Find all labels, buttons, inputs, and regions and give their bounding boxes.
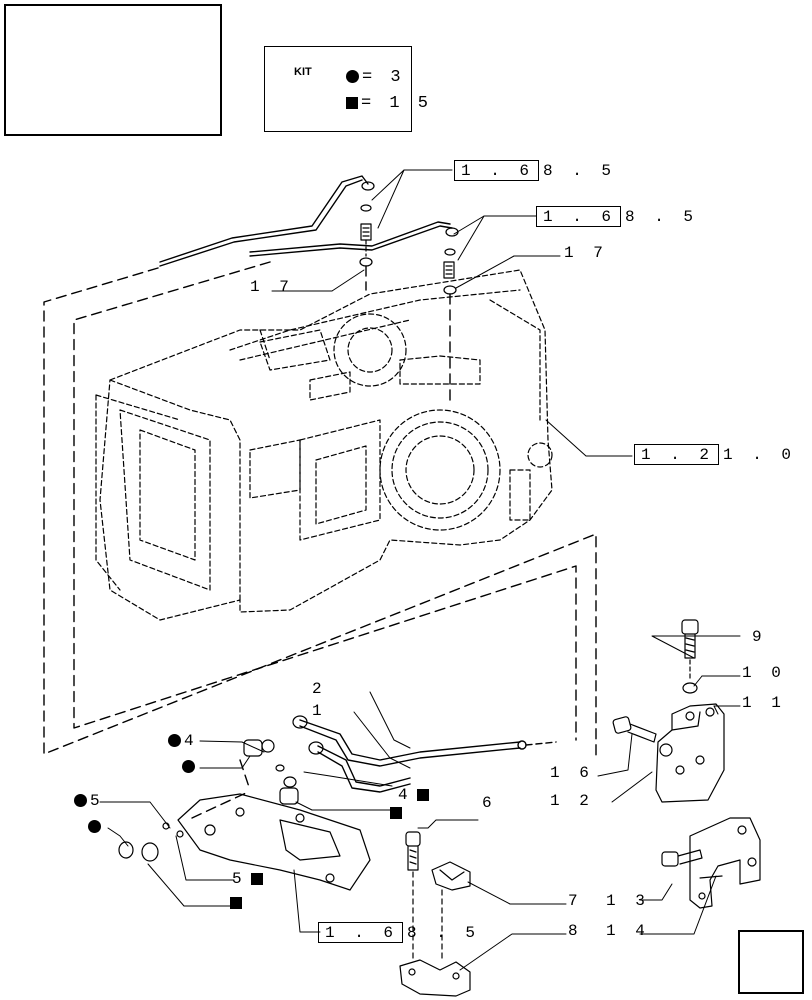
kit-circle-count: = 3	[362, 68, 405, 87]
part-number-2: 2	[312, 680, 327, 698]
reference-boxed-code: 1 . 2	[634, 444, 720, 465]
part-number-14: 1 4	[606, 922, 650, 940]
part-number-13: 1 3	[606, 892, 650, 910]
part-number-7: 7	[568, 892, 583, 910]
kit-badge-label: KIT	[294, 66, 312, 78]
reference-boxed-code: 1 . 6	[318, 922, 404, 943]
part-number-4-square: 4	[398, 786, 429, 804]
circle-marker-icon	[74, 794, 87, 808]
kit-square-count: = 1 5	[361, 94, 433, 113]
part-number-11: 1 1	[742, 694, 786, 712]
square-marker-icon	[416, 788, 429, 801]
kit-legend-box	[264, 46, 412, 132]
square-marker-only	[230, 894, 242, 912]
reference-suffix: 8 . 5	[543, 161, 617, 180]
circle-marker-icon	[182, 760, 195, 774]
lower-hydraulic-pipes	[299, 719, 557, 793]
square-marker-only	[390, 804, 402, 822]
part-number-5-kit: 5	[74, 792, 105, 810]
reference-link[interactable]: 1 . 2 1 . 0	[634, 444, 796, 465]
part-number-4: 4	[184, 732, 199, 750]
part-number-4: 4	[398, 786, 413, 804]
lower-right-bracket-assembly	[661, 817, 761, 909]
circle-marker-only	[88, 818, 104, 836]
transmission-housing	[95, 269, 553, 621]
part-number-4-kit: 4	[168, 732, 199, 750]
upper-pipe-fittings	[359, 181, 459, 295]
clamp-assembly	[399, 831, 471, 997]
mounting-bracket-plate	[177, 793, 371, 891]
lower-pipe-fittings	[118, 715, 324, 862]
part-number-12: 1 2	[550, 792, 594, 810]
kit-square-legend: = 1 5	[346, 94, 432, 113]
reference-suffix: 8 . 5	[625, 207, 699, 226]
part-number-5: 5	[232, 870, 247, 888]
part-number-9: 9	[752, 628, 767, 646]
circle-marker-icon	[346, 70, 359, 84]
circle-marker-icon	[168, 734, 181, 748]
reference-link[interactable]: 1 . 6 8 . 5	[536, 206, 698, 227]
circle-marker-only	[182, 758, 198, 776]
part-number-10: 1 0	[742, 664, 786, 682]
square-marker-icon	[390, 806, 402, 819]
overview-thumbnail	[4, 4, 222, 136]
reference-suffix: 1 . 0	[723, 445, 797, 464]
reference-boxed-code: 1 . 6	[536, 206, 622, 227]
part-number-5: 5	[90, 792, 105, 810]
kit-circle-legend: = 3	[346, 68, 405, 87]
part-number-8: 8	[568, 922, 583, 940]
part-number-5-square: 5	[232, 870, 263, 888]
reference-link[interactable]: 1 . 6 8 . 5	[454, 160, 616, 181]
square-marker-icon	[230, 896, 242, 909]
part-number-6: 6	[482, 794, 497, 812]
circle-marker-icon	[88, 820, 101, 834]
part-number-1: 1	[312, 702, 327, 720]
leader-lines	[99, 169, 741, 971]
next-page-arrow-icon[interactable]	[738, 930, 804, 994]
part-number-17: 1 7	[250, 278, 294, 296]
square-marker-icon	[346, 96, 358, 109]
square-marker-icon	[250, 872, 263, 885]
part-number-17: 1 7	[564, 244, 608, 262]
part-number-16: 1 6	[550, 764, 594, 782]
reference-boxed-code: 1 . 6	[454, 160, 540, 181]
reference-link[interactable]: 1 . 6 8 . 5	[318, 922, 480, 943]
dashed-assembly-guides	[43, 261, 597, 819]
right-bracket-assembly	[612, 619, 725, 803]
upper-hydraulic-pipes	[159, 175, 453, 267]
reference-suffix: 8 . 5	[407, 923, 481, 942]
